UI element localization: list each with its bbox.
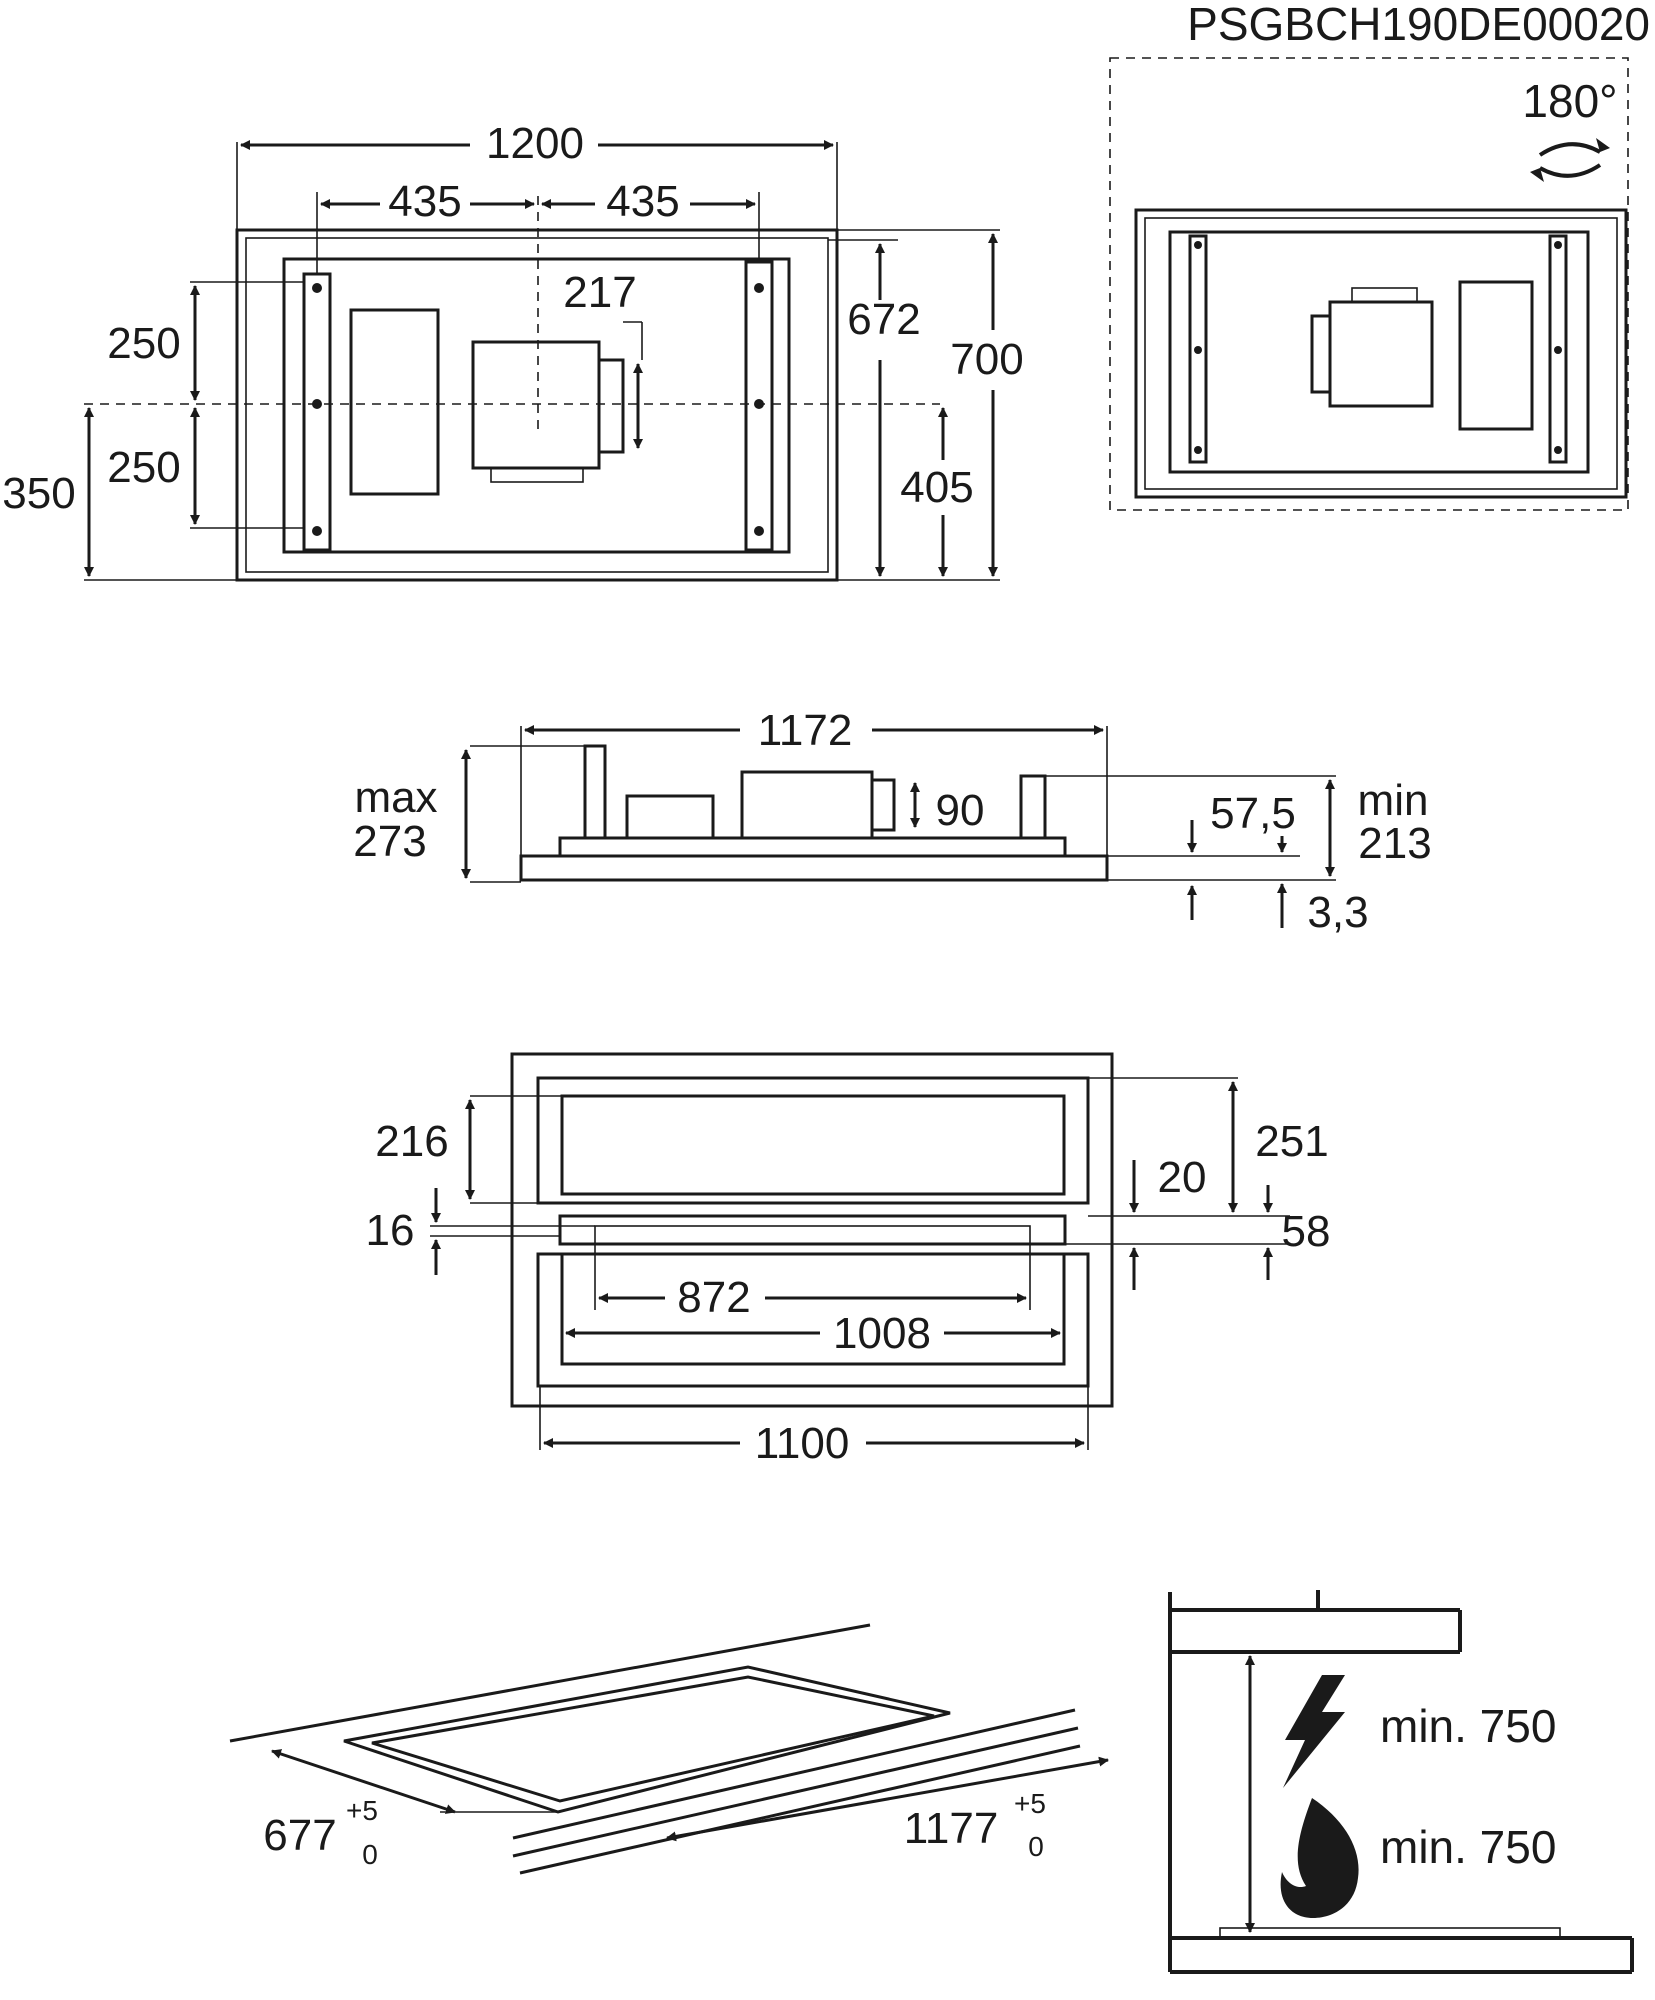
cutout-depth-label: 677 bbox=[263, 1811, 336, 1860]
right-half-label: 435 bbox=[606, 177, 679, 226]
side-view: 1172 max 273 90 57,5 min 213 3,3 bbox=[353, 706, 1431, 937]
side-left-label: 350 bbox=[2, 469, 75, 518]
frame-label: 3,3 bbox=[1307, 888, 1368, 937]
flame-icon bbox=[1280, 1798, 1359, 1918]
top-view: 1200 435 435 217 250 250 350 672 700 405 bbox=[2, 119, 1024, 582]
inner-depth-label: 672 bbox=[847, 295, 920, 344]
upper-spacing-label: 250 bbox=[107, 319, 180, 368]
max-label: max bbox=[354, 773, 437, 822]
depth-tol-plus: +5 bbox=[346, 1795, 378, 1826]
min-label: min bbox=[1358, 776, 1429, 825]
min-value-label: 213 bbox=[1358, 819, 1431, 868]
gap-top-label: 16 bbox=[366, 1206, 415, 1255]
rotate-arrows-icon bbox=[1530, 138, 1610, 182]
outer-width-label: 1100 bbox=[755, 1419, 850, 1468]
document-code: PSGBCH190DE00020 bbox=[1187, 0, 1650, 50]
depth-tol-zero: 0 bbox=[362, 1839, 378, 1870]
gap-right-label: 20 bbox=[1158, 1153, 1207, 1202]
clearance-view: min. 750 min. 750 bbox=[1168, 1590, 1634, 1974]
outlet-height-label: 90 bbox=[936, 786, 985, 835]
electric-clearance-label: min. 750 bbox=[1380, 1700, 1556, 1752]
length-label: 1172 bbox=[758, 706, 853, 755]
right-offset-label: 405 bbox=[900, 463, 973, 512]
lightning-icon bbox=[1283, 1675, 1345, 1788]
inner-height-label: 216 bbox=[375, 1117, 448, 1166]
left-half-label: 435 bbox=[388, 177, 461, 226]
outer-depth-label: 700 bbox=[950, 335, 1023, 384]
length-tol-plus: +5 bbox=[1014, 1788, 1046, 1819]
gas-clearance-label: min. 750 bbox=[1380, 1821, 1556, 1873]
inner-width-label: 1008 bbox=[833, 1309, 931, 1358]
cutout-view: 677 +5 0 1177 +5 0 bbox=[229, 1623, 1109, 1875]
length-tol-zero: 0 bbox=[1028, 1831, 1044, 1862]
outer-height-label: 251 bbox=[1255, 1117, 1328, 1166]
slot-width-label: 872 bbox=[677, 1273, 750, 1322]
step-label: 57,5 bbox=[1210, 789, 1296, 838]
section-view: 216 16 20 251 58 872 1008 1100 bbox=[366, 1052, 1331, 1468]
rotation-label: 180° bbox=[1522, 75, 1617, 127]
outlet-offset-label: 217 bbox=[563, 268, 636, 317]
lower-spacing-label: 250 bbox=[107, 443, 180, 492]
max-value-label: 273 bbox=[353, 817, 426, 866]
bottom-gap-label: 58 bbox=[1282, 1207, 1331, 1256]
cutout-length-label: 1177 bbox=[904, 1804, 999, 1853]
width-label: 1200 bbox=[486, 119, 584, 168]
rotated-view: 180° bbox=[1109, 57, 1629, 511]
